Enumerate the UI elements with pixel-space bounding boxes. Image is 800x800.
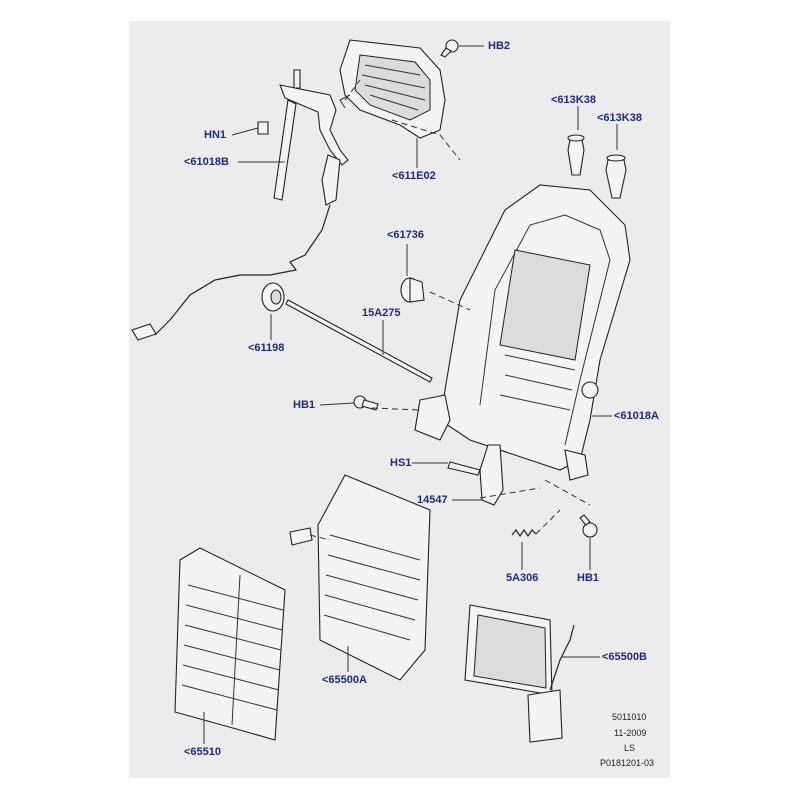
footer-date: 11-2009	[614, 728, 647, 738]
label-61018b: <61018B	[184, 156, 229, 168]
label-613k38-left: <613K38	[551, 94, 596, 106]
motor-14547-part	[447, 444, 504, 506]
leader-lines	[203, 45, 618, 744]
lumbar-pump-part	[464, 604, 575, 743]
label-61736: <61736	[387, 229, 425, 241]
label-hb2: HB2	[488, 40, 511, 52]
label-5a306: 5A306	[506, 572, 539, 584]
pin-613k38-part	[567, 134, 627, 199]
wire-mat-part	[174, 547, 286, 741]
footer-code: 5011010	[612, 712, 647, 722]
recline-handle-part	[131, 69, 349, 341]
label-61018a: <61018A	[614, 410, 659, 422]
seat-frame-part	[414, 184, 631, 481]
footer-ref: P0181201-03	[600, 758, 655, 768]
lumbar-mat-part	[289, 474, 431, 681]
label-65500b: <65500B	[602, 651, 647, 663]
label-65510: <65510	[184, 746, 222, 758]
label-14547: 14547	[417, 494, 448, 506]
label-hb1-left: HB1	[293, 399, 316, 411]
label-hb1-right: HB1	[577, 572, 600, 584]
knob-61736-part	[400, 277, 425, 303]
label-65500a: <65500A	[322, 674, 367, 686]
rod-15a275-part	[285, 299, 433, 383]
footer-ls: LS	[624, 743, 636, 753]
label-15a275: 15A275	[362, 307, 401, 319]
bolt-hb2-part	[440, 39, 459, 58]
label-613k38-right: <613K38	[597, 112, 642, 124]
wheel-61198-part	[261, 282, 285, 312]
label-611e02: <611E02	[392, 170, 436, 182]
assembly-lines	[309, 79, 591, 541]
label-61198: <61198	[248, 342, 285, 354]
label-hs1: HS1	[390, 457, 412, 469]
seat-back-panel-part	[339, 39, 446, 139]
label-hn1: HN1	[204, 129, 227, 141]
spring-5a306-part	[511, 528, 537, 538]
bolt-hb1-part	[353, 395, 598, 538]
